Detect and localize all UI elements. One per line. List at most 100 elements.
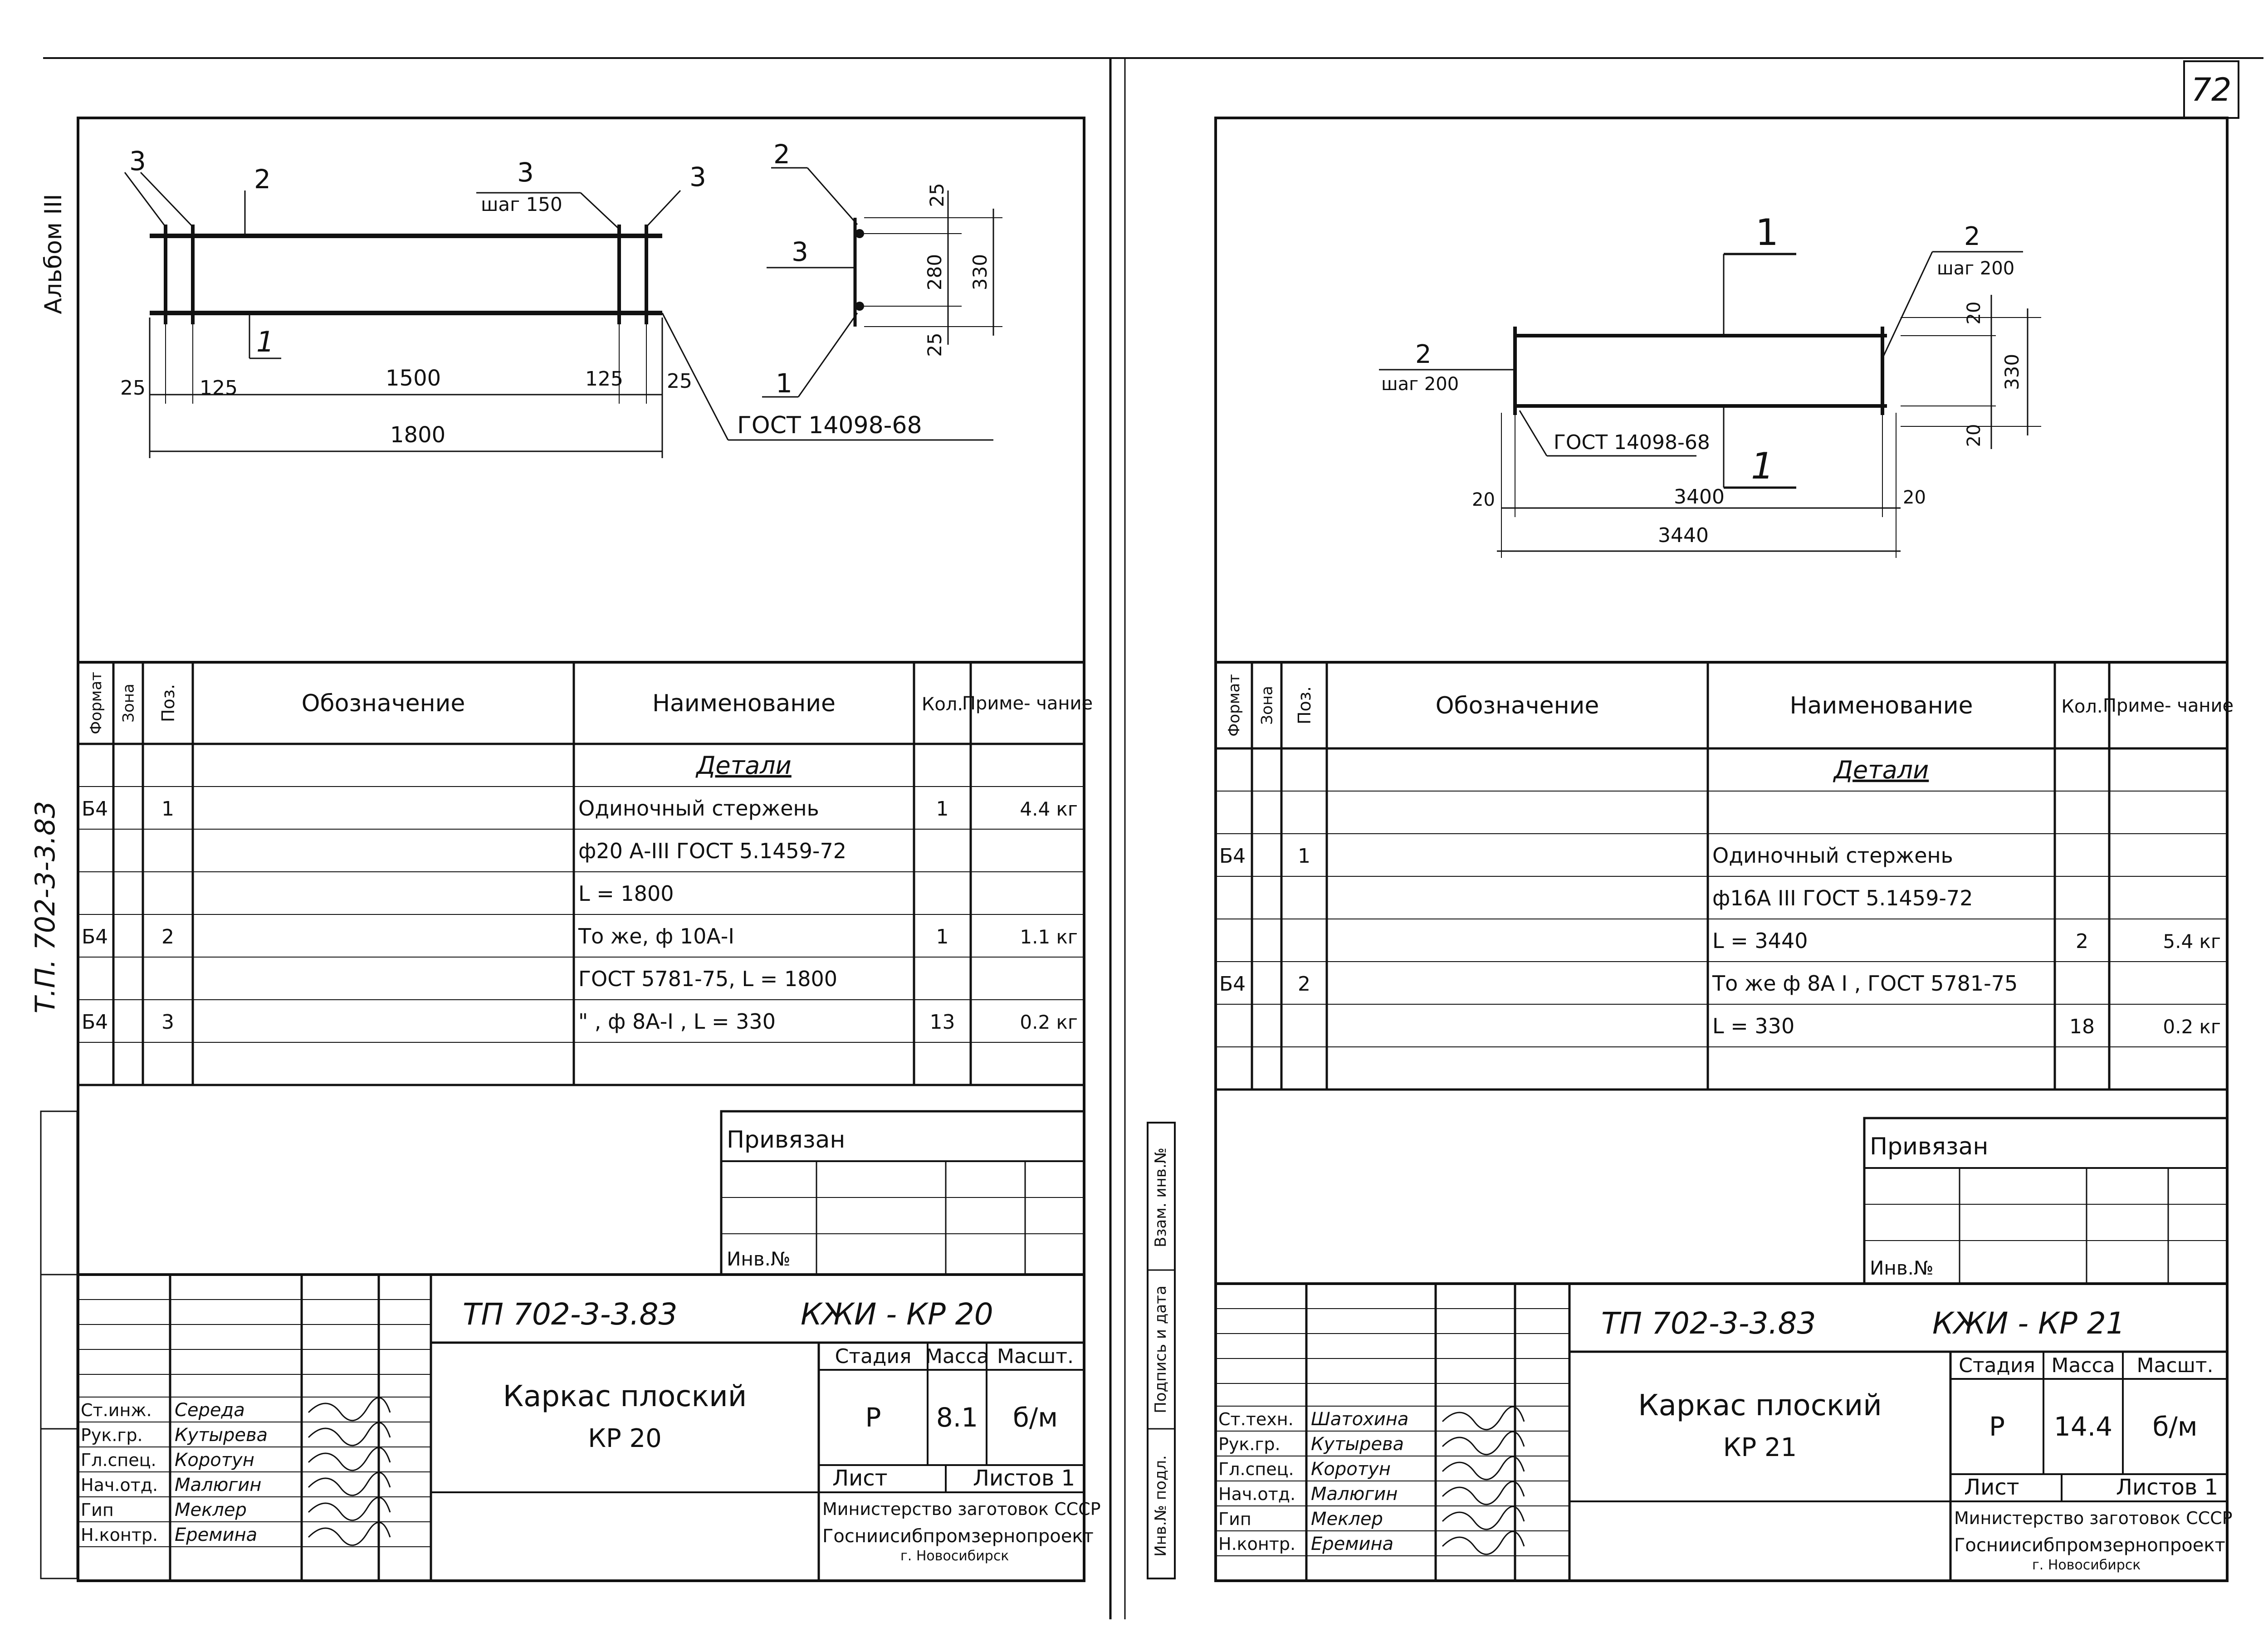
cell-name: L = 330 bbox=[1712, 1014, 1794, 1038]
cell-format: Б4 bbox=[82, 1011, 108, 1034]
cell-name: То же, ф 10А-I bbox=[578, 924, 734, 948]
dim: 1500 bbox=[386, 366, 441, 391]
org-ministry: Министерство заготовок СССР bbox=[822, 1499, 1101, 1519]
dim: 280 bbox=[924, 254, 946, 290]
org-ministry: Министерство заготовок СССР bbox=[1954, 1508, 2233, 1528]
dim: 330 bbox=[969, 254, 991, 290]
sign-name: Меклер bbox=[175, 1500, 247, 1520]
cell-name: ф20 А-III ГОСТ 5.1459-72 bbox=[578, 839, 846, 863]
header-qty: Кол. bbox=[922, 694, 963, 715]
sign-name: Малюгин bbox=[175, 1475, 261, 1495]
tp-code-label: Т.П. 702-3-3.83 bbox=[29, 801, 61, 1014]
sheet-label: Лист bbox=[832, 1466, 888, 1491]
cell-qty: 1 bbox=[936, 797, 949, 821]
signature bbox=[308, 1447, 391, 1471]
sign-name: Кутырева bbox=[175, 1425, 268, 1446]
callout: шаг 150 bbox=[481, 193, 562, 215]
dim: 125 bbox=[585, 367, 623, 391]
header-name: Наименование bbox=[1789, 692, 1973, 719]
cell-name: То же ф 8А I , ГОСТ 5781-75 bbox=[1712, 971, 2018, 996]
scale-value: б/м bbox=[1013, 1402, 1058, 1433]
dim: 25 bbox=[924, 332, 946, 357]
sign-name: Коротун bbox=[175, 1450, 254, 1471]
signature bbox=[1442, 1456, 1525, 1481]
privyazan-label: Привязан bbox=[1870, 1133, 1988, 1160]
sign-role: Гл.спец. bbox=[81, 1450, 156, 1470]
callout: 3 bbox=[792, 236, 808, 267]
cell-pos: 3 bbox=[161, 1011, 174, 1034]
cell-format: Б4 bbox=[1219, 972, 1246, 996]
dim: 3440 bbox=[1658, 524, 1709, 547]
signature bbox=[1442, 1406, 1525, 1431]
cell-format: Б4 bbox=[82, 797, 108, 821]
inv-no-label: Инв.№ bbox=[727, 1248, 791, 1270]
org-institute: Госниисибпромзернопроект bbox=[822, 1526, 1094, 1547]
header-designation: Обозначение bbox=[1436, 692, 1599, 719]
cell-name: ф16А III ГОСТ 5.1459-72 bbox=[1712, 886, 1973, 910]
sheet-label: Лист bbox=[1964, 1475, 2019, 1500]
drawing-kr20: 3 2 3 шаг 150 3 1 25 125 1500 125 25 180… bbox=[120, 139, 1002, 458]
dim: 25 bbox=[667, 370, 692, 393]
sign-name: Шатохина bbox=[1311, 1409, 1408, 1430]
gost-note: ГОСТ 14098-68 bbox=[1554, 431, 1710, 454]
gost-note: ГОСТ 14098-68 bbox=[737, 412, 922, 439]
stage-value: Р bbox=[1989, 1411, 2005, 1442]
album-label: Альбом III bbox=[40, 194, 67, 314]
doc-name: Каркас плоский bbox=[503, 1380, 747, 1413]
drawing-kr21: 1 1 2 шаг 200 2 шаг 200 ГОСТ 14098-68 20… bbox=[1379, 211, 2041, 558]
stamp-label-inv: Инв.№ подл. bbox=[1152, 1455, 1170, 1557]
signature bbox=[1442, 1506, 1525, 1530]
sheets-label: Листов 1 bbox=[2116, 1475, 2218, 1500]
stage-label: Стадия bbox=[835, 1345, 912, 1368]
cell-pos: 1 bbox=[161, 797, 174, 821]
cell-note: 0.2 кг bbox=[2163, 1016, 2221, 1038]
doc-suffix: КЖИ - КР 20 bbox=[801, 1297, 993, 1332]
stamp-label-sign: Подпись и дата bbox=[1152, 1285, 1170, 1413]
scale-value: б/м bbox=[2152, 1411, 2197, 1442]
sign-role: Гип bbox=[81, 1500, 114, 1520]
scale-label: Масшт. bbox=[997, 1345, 1074, 1368]
cell-note: 5.4 кг bbox=[2163, 930, 2221, 953]
cell-pos: 2 bbox=[161, 925, 174, 948]
sign-role: Рук.гр. bbox=[81, 1425, 143, 1445]
dim: 20 bbox=[1472, 489, 1495, 510]
header-note: Приме- чание bbox=[962, 693, 1093, 714]
signature bbox=[308, 1497, 391, 1521]
cell-name: L = 1800 bbox=[578, 881, 674, 906]
callout: 1 bbox=[1751, 445, 1774, 487]
mass-value: 14.4 bbox=[2054, 1411, 2112, 1442]
header-pos: Поз. bbox=[158, 684, 178, 722]
stamp-label-replace: Взам. инв.№ bbox=[1152, 1148, 1170, 1247]
dim: 25 bbox=[926, 183, 948, 207]
sign-role: Гл.спец. bbox=[1218, 1459, 1294, 1479]
header-zone: Зона bbox=[120, 684, 138, 723]
sign-name: Еремина bbox=[175, 1525, 257, 1545]
sign-role: Н.контр. bbox=[1218, 1534, 1295, 1554]
scale-label: Масшт. bbox=[2137, 1354, 2214, 1377]
signature bbox=[1442, 1481, 1525, 1505]
header-zone: Зона bbox=[1258, 686, 1276, 725]
callout: шаг 200 bbox=[1381, 374, 1459, 395]
cell-note: 1.1 кг bbox=[1020, 926, 1078, 948]
cell-pos: 2 bbox=[1298, 972, 1310, 996]
header-qty: Кол. bbox=[2061, 696, 2102, 717]
doc-code: ТП 702-3-3.83 bbox=[463, 1297, 677, 1332]
mass-label: Масса bbox=[925, 1345, 989, 1368]
dim: 125 bbox=[200, 376, 238, 400]
sign-role: Ст.инж. bbox=[81, 1400, 152, 1420]
cell-name: Одиночный стержень bbox=[578, 796, 819, 821]
cell-qty: 18 bbox=[2069, 1015, 2095, 1038]
header-note: Приме- чание bbox=[2103, 695, 2234, 716]
cell-format: Б4 bbox=[1219, 845, 1246, 868]
cell-name: L = 3440 bbox=[1712, 928, 1808, 953]
callout: 3 bbox=[689, 161, 706, 192]
callout: 2 bbox=[1415, 340, 1432, 369]
header-format: Формат bbox=[87, 672, 105, 734]
dim: 20 bbox=[1964, 302, 1984, 325]
stamp-strip-left bbox=[40, 1110, 78, 1579]
dim: 330 bbox=[2001, 354, 2023, 390]
callout: 1 bbox=[256, 325, 274, 358]
header-name: Наименование bbox=[652, 690, 836, 717]
header-format: Формат bbox=[1225, 674, 1243, 737]
